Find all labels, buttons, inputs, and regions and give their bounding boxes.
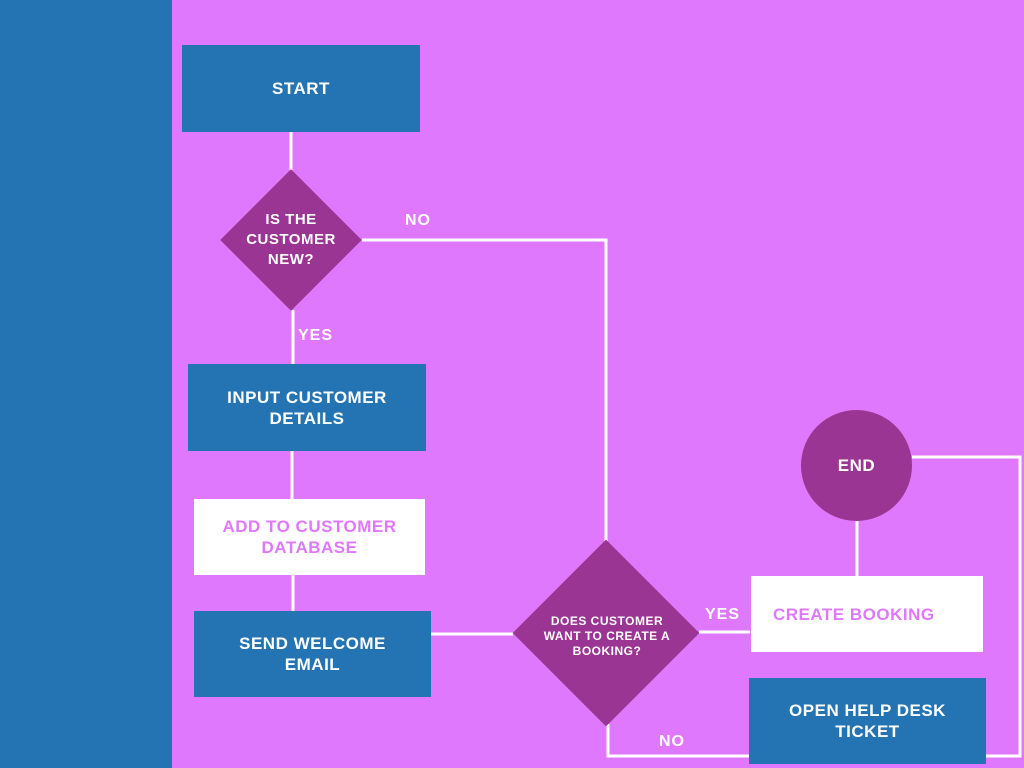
edge-label-booking-yes: YES xyxy=(705,606,741,623)
decision-customer-new-label: IS THE CUSTOMER NEW? xyxy=(246,211,336,268)
decision-booking-label: DOES CUSTOMER WANT TO CREATE A BOOKING? xyxy=(543,613,671,658)
sidebar-panel xyxy=(0,0,172,768)
edge-label-new-yes: YES xyxy=(298,327,334,344)
add-to-database-node: ADD TO CUSTOMER DATABASE xyxy=(194,499,425,575)
help-desk-ticket-node: OPEN HELP DESK TICKET xyxy=(749,678,986,764)
start-node: START xyxy=(182,45,420,132)
connector-new-no-path xyxy=(362,238,608,541)
edge-label-booking-no: NO xyxy=(659,733,685,750)
connector-booking-no xyxy=(606,724,749,758)
send-welcome-email-node: SEND WELCOME EMAIL xyxy=(194,611,431,697)
end-node: END xyxy=(801,410,912,521)
input-customer-details-node: INPUT CUSTOMER DETAILS xyxy=(188,364,426,451)
create-booking-node: CREATE BOOKING xyxy=(751,576,983,652)
edge-label-new-no: NO xyxy=(405,212,431,229)
connector-helpdesk-end xyxy=(912,455,1022,758)
